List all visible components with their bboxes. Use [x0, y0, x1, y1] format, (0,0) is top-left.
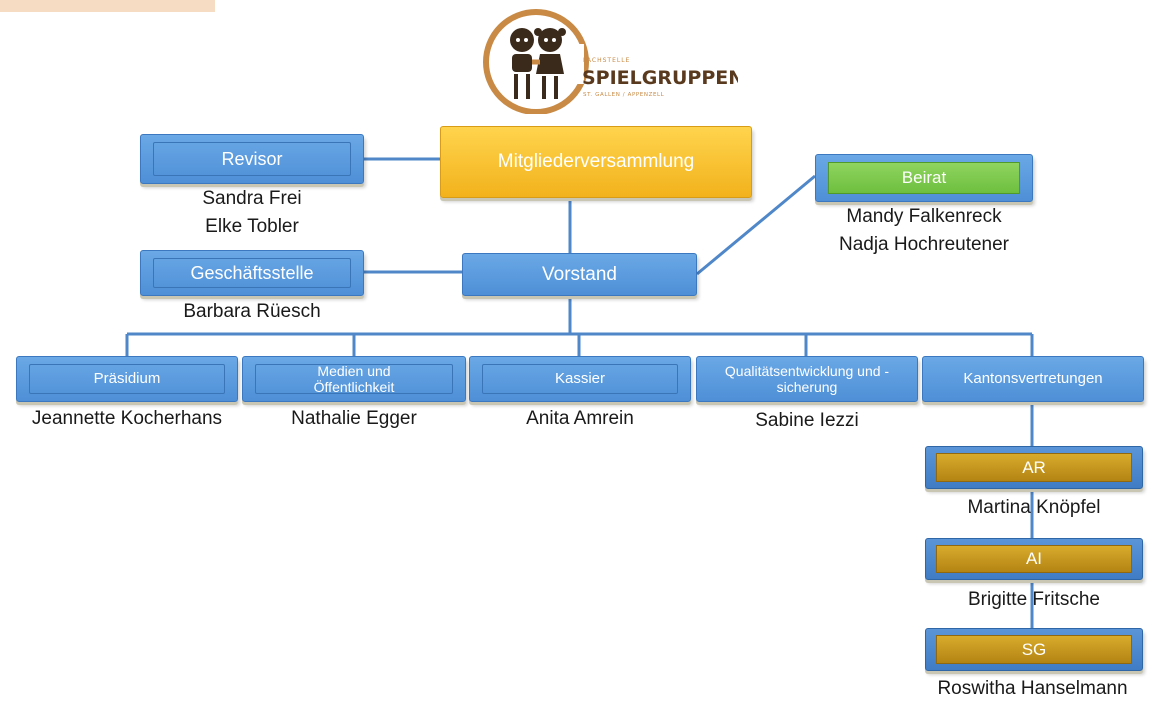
- sg-inner: SG: [936, 635, 1132, 664]
- logo-small-top-text: FACHSTELLE: [583, 57, 630, 64]
- line-vorstand-beirat: [696, 174, 816, 276]
- beirat-label: Beirat: [901, 168, 947, 188]
- spielgruppen-logo: FACHSTELLE SPIELGRUPPEN ST. GALLEN / APP…: [483, 9, 738, 114]
- ar-box: AR: [925, 446, 1143, 489]
- logo-child-left-icon: [510, 28, 534, 52]
- mitgliederversammlung-label: Mitgliederversammlung: [497, 151, 695, 173]
- vorstand-label: Vorstand: [542, 263, 617, 285]
- ar-person: Martina Knöpfel: [967, 497, 1101, 518]
- geschaeftsstelle-label: Geschäftsstelle: [190, 262, 314, 283]
- qualitaet-label: Qualitätsentwicklung und -sicherung: [724, 362, 890, 395]
- revisor-box: Revisor: [140, 134, 364, 184]
- revisor-label: Revisor: [221, 148, 283, 169]
- beirat-person-1: Mandy Falkenreck: [846, 206, 1002, 227]
- ar-label: AR: [1022, 457, 1046, 477]
- mitgliederversammlung-box: Mitgliederversammlung: [440, 126, 752, 198]
- sg-person: Roswitha Hanselmann: [937, 678, 1128, 699]
- sg-box: SG: [925, 628, 1143, 671]
- revisor-person-2: Elke Tobler: [205, 216, 299, 237]
- praesidium-box: Präsidium: [16, 356, 238, 402]
- sg-label: SG: [1021, 639, 1047, 659]
- beirat-person-2: Nadja Hochreutener: [838, 234, 1010, 255]
- beirat-box: Beirat: [815, 154, 1033, 202]
- medien-person: Nathalie Egger: [291, 408, 417, 429]
- ai-person: Brigitte Fritsche: [968, 589, 1100, 610]
- kassier-box: Kassier: [469, 356, 691, 402]
- logo-main-text: SPIELGRUPPEN: [582, 67, 738, 89]
- ai-label: AI: [1025, 549, 1043, 569]
- beirat-inner: Beirat: [828, 162, 1020, 194]
- praesidium-person: Jeannette Kocherhans: [31, 408, 223, 429]
- kassier-person: Anita Amrein: [526, 408, 634, 429]
- geschaeftsstelle-person: Barbara Rüesch: [183, 301, 321, 322]
- ai-box: AI: [925, 538, 1143, 580]
- qualitaet-person: Sabine Iezzi: [755, 410, 859, 431]
- kantonsvertretungen-box: Kantonsvertretungen: [922, 356, 1144, 402]
- medien-box: Medien und Öffentlichkeit: [242, 356, 466, 402]
- qualitaet-box: Qualitätsentwicklung und -sicherung: [696, 356, 918, 402]
- ar-inner: AR: [936, 453, 1132, 482]
- kantonsvertretungen-label: Kantonsvertretungen: [963, 370, 1103, 388]
- logo-child-right-icon: [538, 28, 562, 52]
- revisor-person-1: Sandra Frei: [202, 188, 302, 209]
- kassier-label: Kassier: [554, 370, 606, 388]
- corner-accent: [0, 0, 215, 12]
- vorstand-box: Vorstand: [462, 253, 697, 296]
- geschaeftsstelle-box: Geschäftsstelle: [140, 250, 364, 296]
- medien-label: Medien und Öffentlichkeit: [313, 362, 395, 395]
- logo-small-bottom-text: ST. GALLEN / APPENZELL: [583, 92, 665, 98]
- logo-ring: [483, 9, 589, 114]
- praesidium-label: Präsidium: [93, 370, 161, 388]
- ai-inner: AI: [936, 545, 1132, 573]
